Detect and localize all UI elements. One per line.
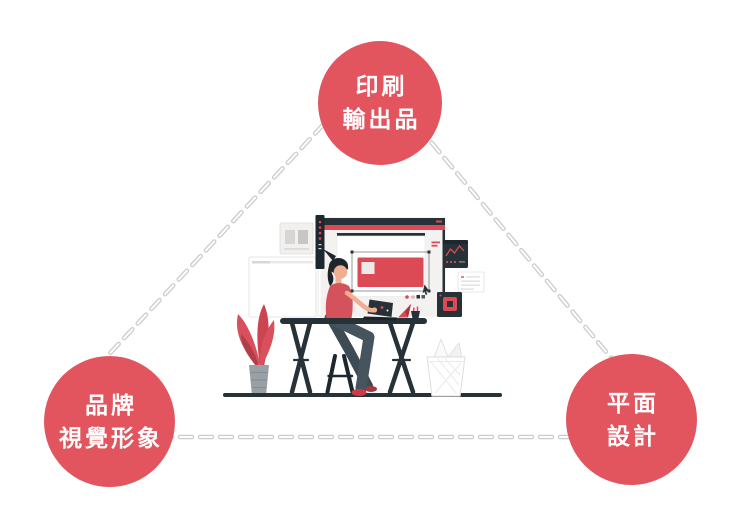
paper-plane bbox=[398, 304, 411, 318]
node-print-output: 印刷 輸出品 bbox=[318, 41, 442, 165]
desk-items bbox=[362, 299, 420, 321]
designer-arm bbox=[344, 290, 378, 313]
laptop bbox=[362, 299, 398, 321]
cursor-icon bbox=[422, 284, 429, 295]
node-print-output-line2: 輸出品 bbox=[342, 106, 421, 132]
canvas-logo-marks bbox=[431, 241, 440, 247]
node-graphic-design: 平面 設計 bbox=[566, 354, 697, 485]
desk-surface bbox=[280, 318, 427, 324]
monitor-toolbar bbox=[315, 215, 325, 269]
list-panel bbox=[457, 271, 485, 293]
desk-trestles bbox=[289, 320, 416, 395]
plant bbox=[236, 304, 275, 396]
node-brand-visual-identity: 品牌 視覺形象 bbox=[44, 356, 175, 487]
color-panel bbox=[437, 292, 462, 317]
designer-workspace-illustration bbox=[223, 215, 502, 397]
floating-window-left bbox=[279, 222, 314, 255]
node-graphic-design-line1: 平面 bbox=[607, 389, 659, 416]
node-graphic-design-line2: 設計 bbox=[607, 422, 659, 449]
trash-basket bbox=[426, 338, 466, 397]
node-brand-visual-identity-line2: 視覺形象 bbox=[59, 424, 163, 451]
color-swatches bbox=[405, 295, 425, 299]
node-print-output-line1: 印刷 bbox=[355, 73, 408, 99]
artboard bbox=[336, 233, 431, 297]
node-brand-visual-identity-line1: 品牌 bbox=[85, 391, 137, 418]
analytics-panel bbox=[443, 240, 468, 268]
stool bbox=[325, 354, 355, 394]
whiteboard bbox=[248, 256, 317, 318]
